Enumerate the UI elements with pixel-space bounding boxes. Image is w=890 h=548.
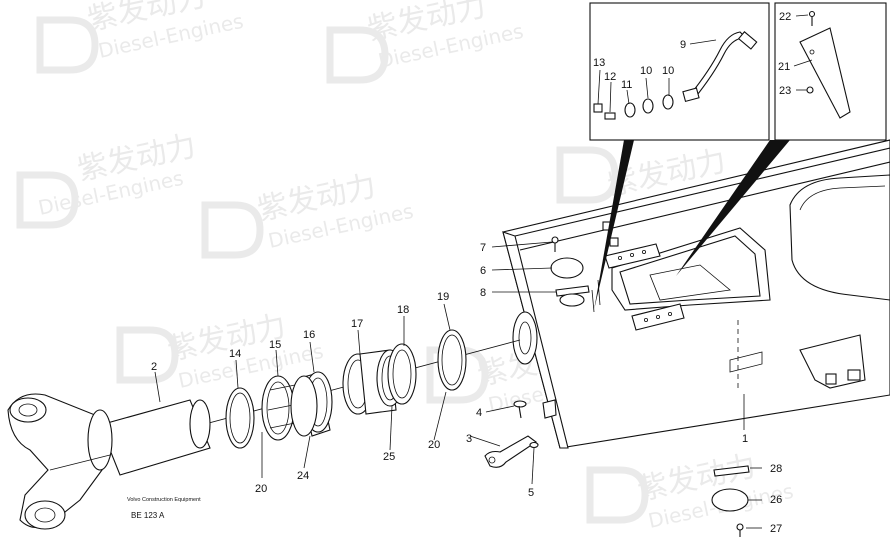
callout-20b: 20 xyxy=(428,439,440,451)
callout-6: 6 xyxy=(480,265,486,277)
callout-20a: 20 xyxy=(255,483,267,495)
callout-26: 26 xyxy=(770,494,782,506)
callouts: 1 2 3 4 5 6 7 8 9 10 10 11 12 13 14 15 1… xyxy=(151,11,791,535)
washer-5 xyxy=(529,441,539,449)
ring-19 xyxy=(437,329,467,391)
tab-28 xyxy=(713,465,750,477)
callout-24: 24 xyxy=(297,470,309,482)
callout-13: 13 xyxy=(593,57,605,69)
callout-23: 23 xyxy=(779,85,791,97)
drive-yoke xyxy=(7,393,211,530)
callout-18: 18 xyxy=(397,304,409,316)
caption-company: Volvo Construction Equipment xyxy=(127,497,201,503)
callout-7: 7 xyxy=(480,242,486,254)
callout-16: 16 xyxy=(303,329,315,341)
callout-8: 8 xyxy=(480,287,486,299)
callout-10b: 10 xyxy=(640,65,652,77)
callout-4: 4 xyxy=(476,407,482,419)
callout-9: 9 xyxy=(680,39,686,51)
leader-lines xyxy=(154,14,813,529)
callout-12: 12 xyxy=(604,71,616,83)
callout-3: 3 xyxy=(466,433,472,445)
axle-housing xyxy=(502,139,890,449)
strip-8 xyxy=(555,285,590,307)
inset-detail-right xyxy=(774,2,887,141)
inset-pointer-right xyxy=(676,140,790,276)
bearing-16-24 xyxy=(290,371,333,437)
callout-21: 21 xyxy=(778,61,790,73)
cover-26 xyxy=(711,488,749,512)
callout-11: 11 xyxy=(621,79,632,91)
inset-detail-left xyxy=(589,2,770,141)
screw-4 xyxy=(513,400,527,419)
callout-22: 22 xyxy=(779,11,791,23)
callout-19: 19 xyxy=(437,291,449,303)
callout-5: 5 xyxy=(528,487,534,499)
callout-14: 14 xyxy=(229,348,241,360)
bearing-18 xyxy=(387,343,417,405)
callout-28: 28 xyxy=(770,463,782,475)
cover-plate-6 xyxy=(550,257,584,279)
callout-15: 15 xyxy=(269,339,281,351)
callout-25: 25 xyxy=(383,451,395,463)
callout-17: 17 xyxy=(351,318,363,330)
screw-7 xyxy=(551,236,559,252)
callout-27: 27 xyxy=(770,523,782,535)
callout-10a: 10 xyxy=(662,65,674,77)
callout-2: 2 xyxy=(151,361,157,373)
callout-1: 1 xyxy=(742,433,748,445)
caption-code: BE 123 A xyxy=(131,511,165,520)
screw-27 xyxy=(736,523,744,537)
inset-pointer-left xyxy=(594,140,634,310)
arm-3 xyxy=(484,435,537,468)
watermark-logo xyxy=(16,16,799,524)
ring-14 xyxy=(225,387,255,449)
